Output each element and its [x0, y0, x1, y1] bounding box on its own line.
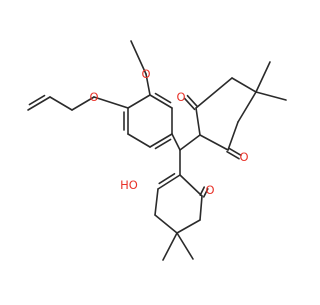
bond: [157, 174, 181, 190]
double-bond: [158, 172, 176, 185]
dione-lower-oxygen-label: O: [239, 150, 248, 164]
bond: [237, 91, 257, 123]
molecule-structure: O O O O HO O: [27, 40, 287, 261]
bond: [255, 91, 287, 101]
bond: [130, 40, 147, 75]
bond: [71, 96, 95, 111]
bond: [227, 121, 239, 151]
methoxy-oxygen-label: O: [141, 67, 150, 81]
carbonyl-bond: [202, 188, 209, 198]
bond: [149, 94, 173, 109]
enone-oxygen-label: O: [205, 183, 214, 197]
atom-labels: O O O O HO O: [89, 67, 248, 197]
bond: [93, 96, 129, 109]
bond: [195, 77, 233, 109]
allyloxy-oxygen-label: O: [89, 90, 98, 104]
bond: [199, 134, 229, 151]
bond: [127, 94, 151, 109]
bond: [145, 73, 151, 96]
bond: [179, 134, 201, 151]
enol-hydroxyl-label: HO: [120, 178, 138, 192]
bond: [149, 133, 173, 148]
carbonyl-bond: [226, 150, 240, 160]
bond: [179, 174, 203, 197]
double-bond: [28, 94, 46, 106]
double-bond: [154, 92, 172, 104]
carbonyl-bond: [199, 186, 206, 196]
bond: [171, 133, 181, 151]
double-bond: [154, 138, 172, 150]
bond: [154, 214, 178, 234]
carbonyl-bond: [186, 94, 199, 108]
bond: [195, 107, 201, 136]
bond-lines: [27, 40, 287, 261]
bond: [27, 96, 51, 111]
structure-canvas: O O O O HO O: [27, 40, 287, 261]
dione-upper-oxygen-label: O: [176, 90, 185, 104]
bond: [127, 133, 151, 148]
bond: [255, 61, 271, 93]
carbonyl-bond: [183, 97, 196, 111]
carbonyl-bond: [228, 147, 242, 157]
bond: [176, 232, 194, 260]
bond: [49, 96, 73, 111]
bond: [162, 232, 178, 261]
bond: [154, 188, 159, 216]
bond: [199, 195, 203, 221]
bond: [176, 219, 201, 234]
bond: [231, 77, 257, 93]
